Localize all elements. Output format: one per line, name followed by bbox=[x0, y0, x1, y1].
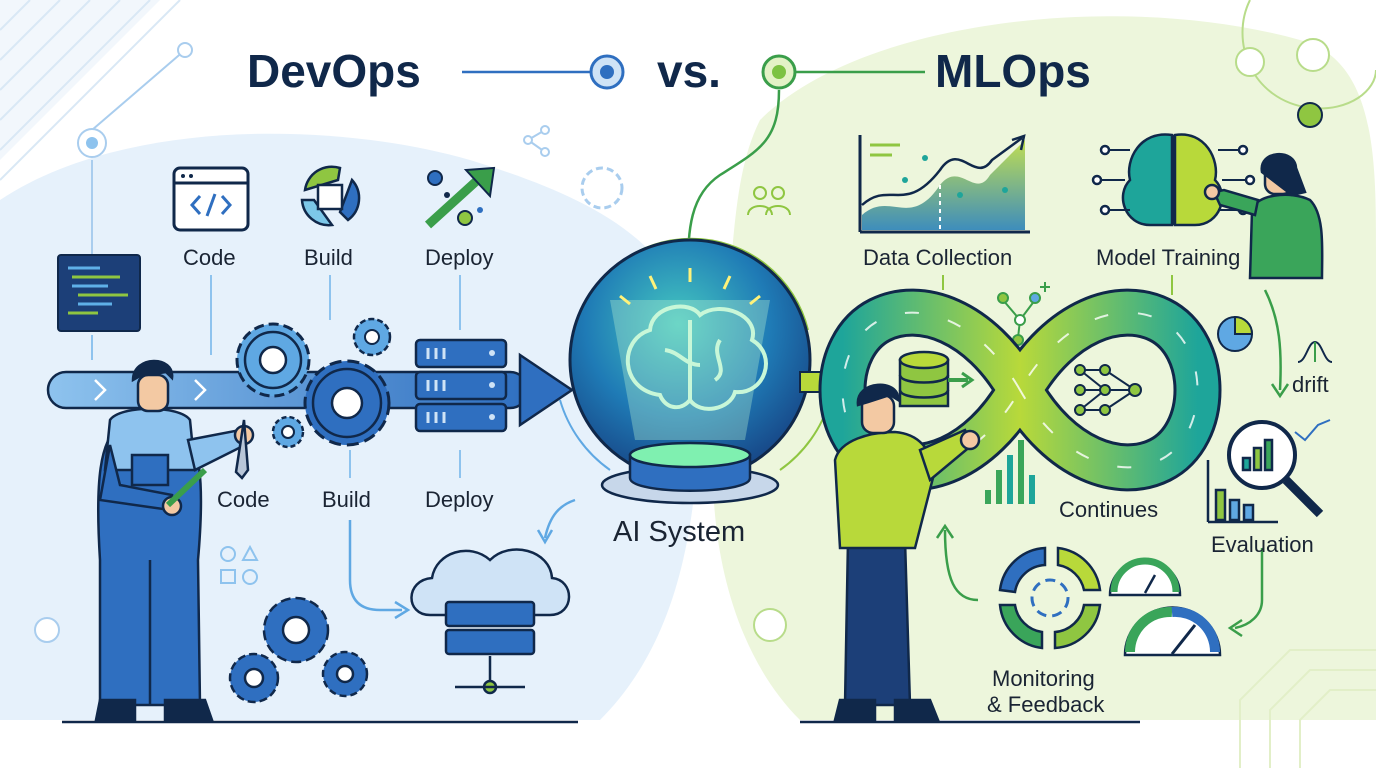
build-cycle-icon bbox=[300, 165, 361, 227]
gear-outline-icon bbox=[580, 166, 624, 210]
pipeline-code-label: Code bbox=[217, 487, 270, 512]
continues-label: Continues bbox=[1059, 497, 1159, 522]
gear-main-icon bbox=[303, 359, 391, 447]
model-brain-icon bbox=[1091, 133, 1256, 227]
versus-label: vs. bbox=[657, 45, 721, 97]
brain-icon bbox=[625, 304, 768, 411]
cloud-server-icon bbox=[410, 548, 571, 695]
drift-curve-icon bbox=[1297, 340, 1333, 363]
mlops-engineer-figure bbox=[833, 383, 981, 722]
stage-deploy-label: Deploy bbox=[425, 245, 494, 270]
data-collection-label: Data Collection bbox=[863, 245, 1013, 270]
deploy-arrow-icon bbox=[424, 166, 496, 229]
gear-large-icon bbox=[235, 322, 311, 398]
pipeline-build-label: Build bbox=[322, 487, 371, 512]
evaluation-label: Evaluation bbox=[1211, 532, 1314, 557]
gear-cluster-icon bbox=[228, 596, 369, 704]
devops-engineer-figure bbox=[94, 359, 255, 722]
ai-system-label: AI System bbox=[613, 516, 746, 548]
devops-title: DevOps bbox=[247, 45, 421, 97]
monitoring-label-line2: & Feedback bbox=[987, 692, 1105, 717]
stage-build-label: Build bbox=[304, 245, 353, 270]
evaluation-magnifier-icon bbox=[1206, 419, 1331, 524]
circuit-decor bbox=[1239, 649, 1376, 768]
hatch-decor bbox=[0, 0, 181, 181]
pipeline-deploy-label: Deploy bbox=[425, 487, 494, 512]
database-icon bbox=[898, 350, 975, 408]
server-stack-icon bbox=[414, 338, 508, 433]
monitoring-label-line1: Monitoring bbox=[992, 666, 1095, 691]
data-chart-icon bbox=[858, 134, 1030, 234]
drift-label: drift bbox=[1292, 372, 1329, 397]
shapes-icon bbox=[220, 544, 259, 585]
model-training-label: Model Training bbox=[1096, 245, 1241, 270]
data-scientist-figure bbox=[1203, 152, 1324, 280]
continuous-loop bbox=[818, 288, 1222, 492]
gauge-icon bbox=[1108, 557, 1222, 657]
code-window-icon bbox=[172, 166, 250, 232]
pie-chart-icon bbox=[1217, 315, 1254, 352]
monitoring-cycle-icon bbox=[998, 546, 1102, 650]
share-icon bbox=[523, 125, 550, 157]
stage-code-label: Code bbox=[183, 245, 236, 270]
neural-network-icon bbox=[1074, 364, 1142, 416]
bar-chart-icon bbox=[985, 440, 1035, 504]
mlops-network-decor bbox=[753, 0, 1376, 642]
mlops-title: MLOps bbox=[935, 45, 1091, 97]
team-icon bbox=[747, 186, 791, 216]
code-editor-icon bbox=[57, 254, 141, 332]
molecule-icon bbox=[997, 282, 1050, 346]
gear-small-icon bbox=[271, 317, 392, 449]
ai-system-core bbox=[559, 237, 831, 505]
